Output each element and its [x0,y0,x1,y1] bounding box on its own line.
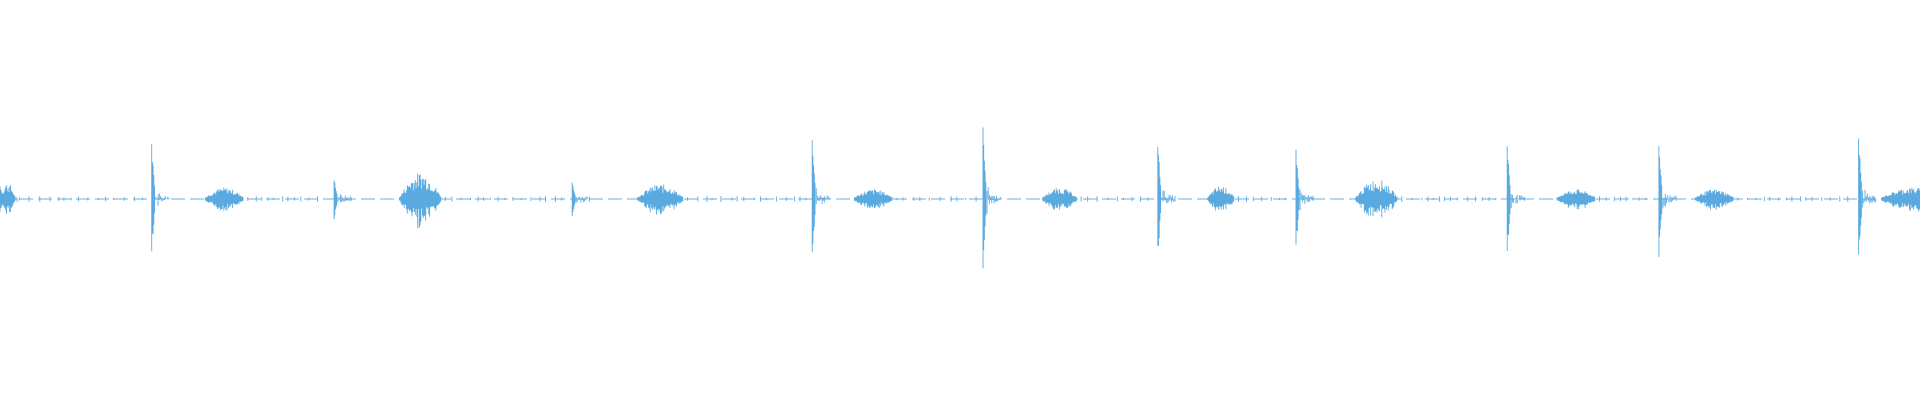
waveform-burst [1157,147,1286,246]
waveform-burst [982,127,1149,269]
waveform-event [1658,146,1849,257]
waveform-event [333,173,563,229]
waveform-event [571,182,807,217]
waveform-burst [1295,149,1497,245]
waveform-event [982,127,1149,269]
waveform-burst [1658,146,1849,257]
waveform-event [811,140,977,252]
waveform-event [1858,138,1920,255]
waveform-event [1157,147,1286,246]
waveform-event [1295,149,1497,245]
waveform-burst [1858,138,1920,255]
waveform-burst [151,144,319,252]
waveform-burst [333,173,563,229]
waveform-layer [0,127,1920,269]
waveform-burst [0,185,143,214]
waveform-event [0,185,143,214]
waveform-event [1506,146,1646,252]
waveform-burst [1506,146,1646,252]
waveform-burst [571,182,807,217]
waveform-event [151,144,319,252]
waveform-burst [811,140,977,252]
